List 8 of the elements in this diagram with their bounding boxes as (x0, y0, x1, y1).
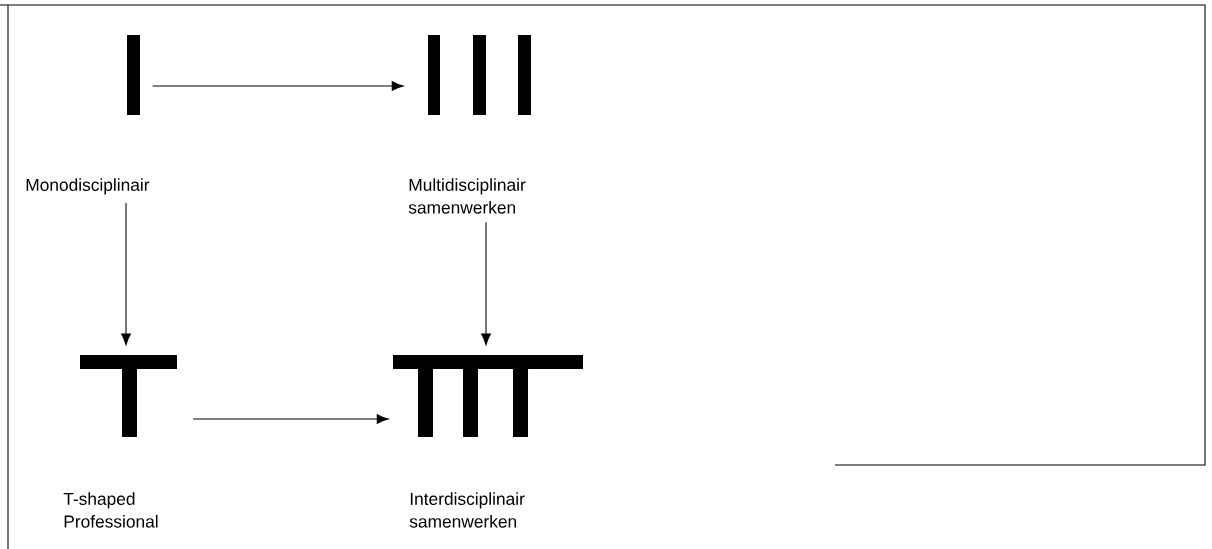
arrow (121, 202, 131, 346)
node-label: Interdisciplinair samenwerken (409, 492, 525, 528)
arrow (192, 414, 389, 424)
node-label: Monodisciplinair (26, 178, 150, 195)
arrow (152, 81, 404, 91)
arrow (481, 221, 491, 346)
node-label: T-shaped Professional (63, 492, 158, 528)
node-label: Multidisciplinair samenwerken (408, 178, 526, 214)
